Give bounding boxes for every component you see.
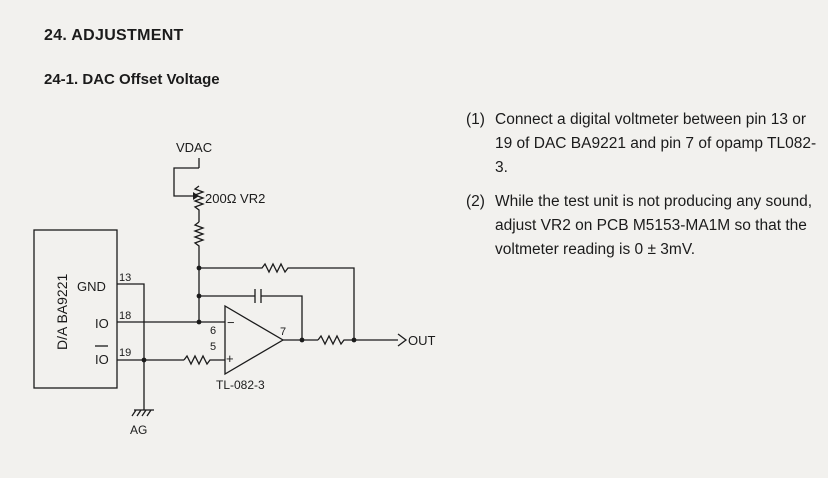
- ground-symbol: [131, 409, 154, 417]
- junction-dot: [196, 319, 202, 325]
- junction-dot: [299, 337, 305, 343]
- pin-gnd-label: GND: [77, 279, 106, 294]
- junction-dot: [196, 265, 202, 271]
- step-1-number: (1): [466, 111, 485, 128]
- pin13-number: 13: [119, 272, 131, 284]
- junction-dot: [141, 357, 147, 363]
- junction-dot: [351, 337, 357, 343]
- out-arrow: [397, 333, 408, 347]
- opamp-plus: +: [226, 351, 234, 366]
- pin-io-label: IO: [95, 316, 109, 331]
- step-2: (2) While the test unit is not producing…: [466, 190, 821, 262]
- dac-chip-box: [33, 229, 118, 389]
- wiper-arrow: [193, 192, 199, 200]
- subsection-title: 24-1. DAC Offset Voltage: [44, 71, 220, 88]
- out-label: OUT: [408, 333, 436, 348]
- feedback-capacitor: [199, 289, 303, 340]
- step-2-number: (2): [466, 193, 485, 210]
- pin13-wire: [117, 283, 145, 410]
- procedure-steps: (1) Connect a digital voltmeter between …: [466, 108, 821, 272]
- divider-resistor: [193, 221, 205, 322]
- pin19-number: 19: [119, 347, 131, 359]
- pin-io-bar-label: IO: [95, 352, 109, 367]
- step-1: (1) Connect a digital voltmeter between …: [466, 108, 821, 180]
- opamp-pin6: 6: [210, 325, 216, 337]
- ground-label: AG: [130, 423, 147, 437]
- vr2-pot: [193, 185, 205, 222]
- dac-chip-name: D/A BA9221: [54, 274, 70, 350]
- opamp-minus: −: [227, 315, 235, 330]
- step-2-text: While the test unit is not producing any…: [495, 193, 813, 258]
- opamp-pin5: 5: [210, 341, 216, 353]
- step-1-text: Connect a digital voltmeter between pin …: [495, 111, 817, 176]
- vdac-label: VDAC: [176, 140, 212, 155]
- opamp-pin7: 7: [280, 326, 286, 338]
- output-resistor: [317, 334, 398, 346]
- opamp-symbol: [224, 304, 285, 376]
- opamp-label: TL-082-3: [216, 378, 265, 392]
- input-resistor: [183, 354, 225, 366]
- pot-wiper-loop: [173, 167, 199, 197]
- junction-dot: [196, 293, 202, 299]
- vr2-label: 200Ω VR2: [205, 191, 265, 206]
- pin18-number: 18: [119, 310, 131, 322]
- section-title: 24. ADJUSTMENT: [44, 27, 184, 44]
- feedback-resistor: [199, 262, 355, 340]
